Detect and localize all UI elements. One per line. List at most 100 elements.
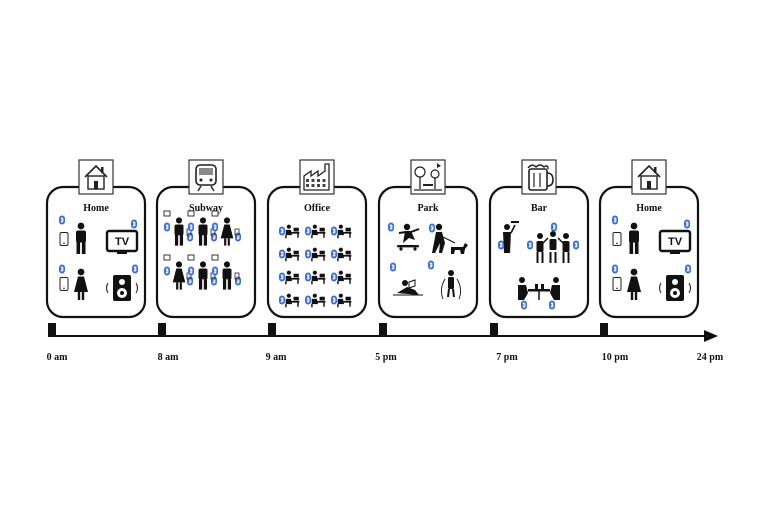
bartender-icon — [503, 221, 519, 253]
factory-icon — [299, 159, 335, 195]
bluetooth-badge-icon — [497, 240, 505, 250]
scene-title: Office — [304, 203, 331, 214]
phone-icon — [234, 272, 240, 280]
timeline-arrowhead — [704, 330, 718, 342]
bluetooth-badge-icon — [611, 215, 619, 225]
train-icon — [188, 159, 224, 195]
bluetooth-badge-icon — [210, 232, 218, 242]
phone-icon — [612, 232, 622, 246]
scene-title: Subway — [189, 203, 223, 214]
bluetooth-badge-icon — [187, 266, 195, 276]
bluetooth-badge-icon — [186, 276, 194, 286]
scene-title: Bar — [531, 203, 548, 214]
skateboarder-icon — [397, 223, 420, 251]
timeline-tick — [600, 323, 608, 336]
beer-mug-icon — [521, 159, 557, 195]
dog-walker-icon — [432, 223, 468, 254]
bluetooth-badge-icon — [163, 266, 171, 276]
scene-card-park: Park — [377, 159, 479, 319]
bluetooth-badge-icon — [330, 272, 338, 282]
bluetooth-badge-icon — [131, 264, 139, 274]
bluetooth-badge-icon — [304, 295, 312, 305]
speaker-icon — [106, 275, 138, 301]
toasting-group-icon — [536, 231, 570, 263]
house-icon — [78, 159, 114, 195]
bluetooth-badge-icon — [428, 223, 436, 233]
bluetooth-badge-icon — [130, 219, 138, 229]
tv-icon: TV — [658, 229, 692, 254]
timeline: 0 am 8 am 9 am 5 pm 7 pm 10 pm 24 pm — [47, 323, 724, 363]
bluetooth-badge-icon — [427, 260, 435, 270]
bluetooth-badge-icon — [234, 276, 242, 286]
bluetooth-badge-icon — [163, 222, 171, 232]
house-icon — [631, 159, 667, 195]
scene-card-bar: Bar — [488, 159, 590, 319]
bluetooth-badge-icon — [211, 222, 219, 232]
timeline-label: 10 pm — [602, 352, 629, 363]
bluetooth-badge-icon — [330, 295, 338, 305]
bluetooth-badge-icon — [611, 264, 619, 274]
timeline-label: 9 am — [266, 352, 288, 363]
bluetooth-badge-icon — [330, 226, 338, 236]
bluetooth-badge-icon — [389, 262, 397, 272]
bluetooth-badge-icon — [572, 240, 580, 250]
bluetooth-badge-icon — [683, 219, 691, 229]
bluetooth-badge-icon — [58, 215, 66, 225]
bluetooth-badge-icon — [330, 249, 338, 259]
reading-person-icon — [393, 279, 423, 296]
bluetooth-badge-icon — [550, 222, 558, 232]
laptop-icon — [211, 210, 219, 217]
park-icon — [410, 159, 446, 195]
bluetooth-badge-icon — [520, 300, 528, 310]
timeline-tick — [268, 323, 276, 336]
timeline-label: 7 pm — [496, 352, 518, 363]
timeline-label: 5 pm — [375, 352, 397, 363]
laptop-icon — [187, 254, 195, 261]
tv-label: TV — [668, 236, 683, 248]
bluetooth-badge-icon — [387, 222, 395, 232]
laptop-icon — [187, 210, 195, 217]
scene-card-subway: Subway — [155, 159, 257, 319]
bluetooth-badge-icon — [211, 266, 219, 276]
timeline-tick — [490, 323, 498, 336]
scene-title: Home — [636, 203, 662, 214]
speaker-icon — [659, 275, 691, 301]
bluetooth-badge-icon — [278, 249, 286, 259]
bluetooth-badge-icon — [278, 272, 286, 282]
phone-icon — [612, 277, 622, 291]
jump-rope-icon — [440, 270, 462, 300]
timeline-label: 24 pm — [697, 352, 724, 363]
scene-title: Home — [83, 203, 109, 214]
bluetooth-badge-icon — [186, 232, 194, 242]
timeline-label: 8 am — [158, 352, 180, 363]
timeline-tick — [48, 323, 56, 336]
scene-card-office: Office — [266, 159, 368, 319]
dining-table-icon — [518, 277, 560, 300]
timeline-tick — [158, 323, 166, 336]
timeline-label: 0 am — [47, 352, 69, 363]
bluetooth-badge-icon — [304, 226, 312, 236]
bluetooth-badge-icon — [278, 295, 286, 305]
scene-title: Park — [417, 203, 439, 214]
phone-icon — [234, 228, 240, 236]
tv-label: TV — [115, 236, 130, 248]
bluetooth-badge-icon — [684, 264, 692, 274]
bluetooth-badge-icon — [278, 226, 286, 236]
laptop-icon — [211, 254, 219, 261]
phone-icon — [59, 277, 69, 291]
tv-icon: TV — [105, 229, 139, 254]
bluetooth-badge-icon — [234, 232, 242, 242]
bluetooth-badge-icon — [304, 249, 312, 259]
laptop-icon — [163, 210, 171, 217]
bluetooth-badge-icon — [58, 264, 66, 274]
bluetooth-badge-icon — [526, 240, 534, 250]
bluetooth-badge-icon — [548, 300, 556, 310]
laptop-icon — [163, 254, 171, 261]
bluetooth-badge-icon — [304, 272, 312, 282]
phone-icon — [59, 232, 69, 246]
bluetooth-badge-icon — [210, 276, 218, 286]
timeline-tick — [379, 323, 387, 336]
